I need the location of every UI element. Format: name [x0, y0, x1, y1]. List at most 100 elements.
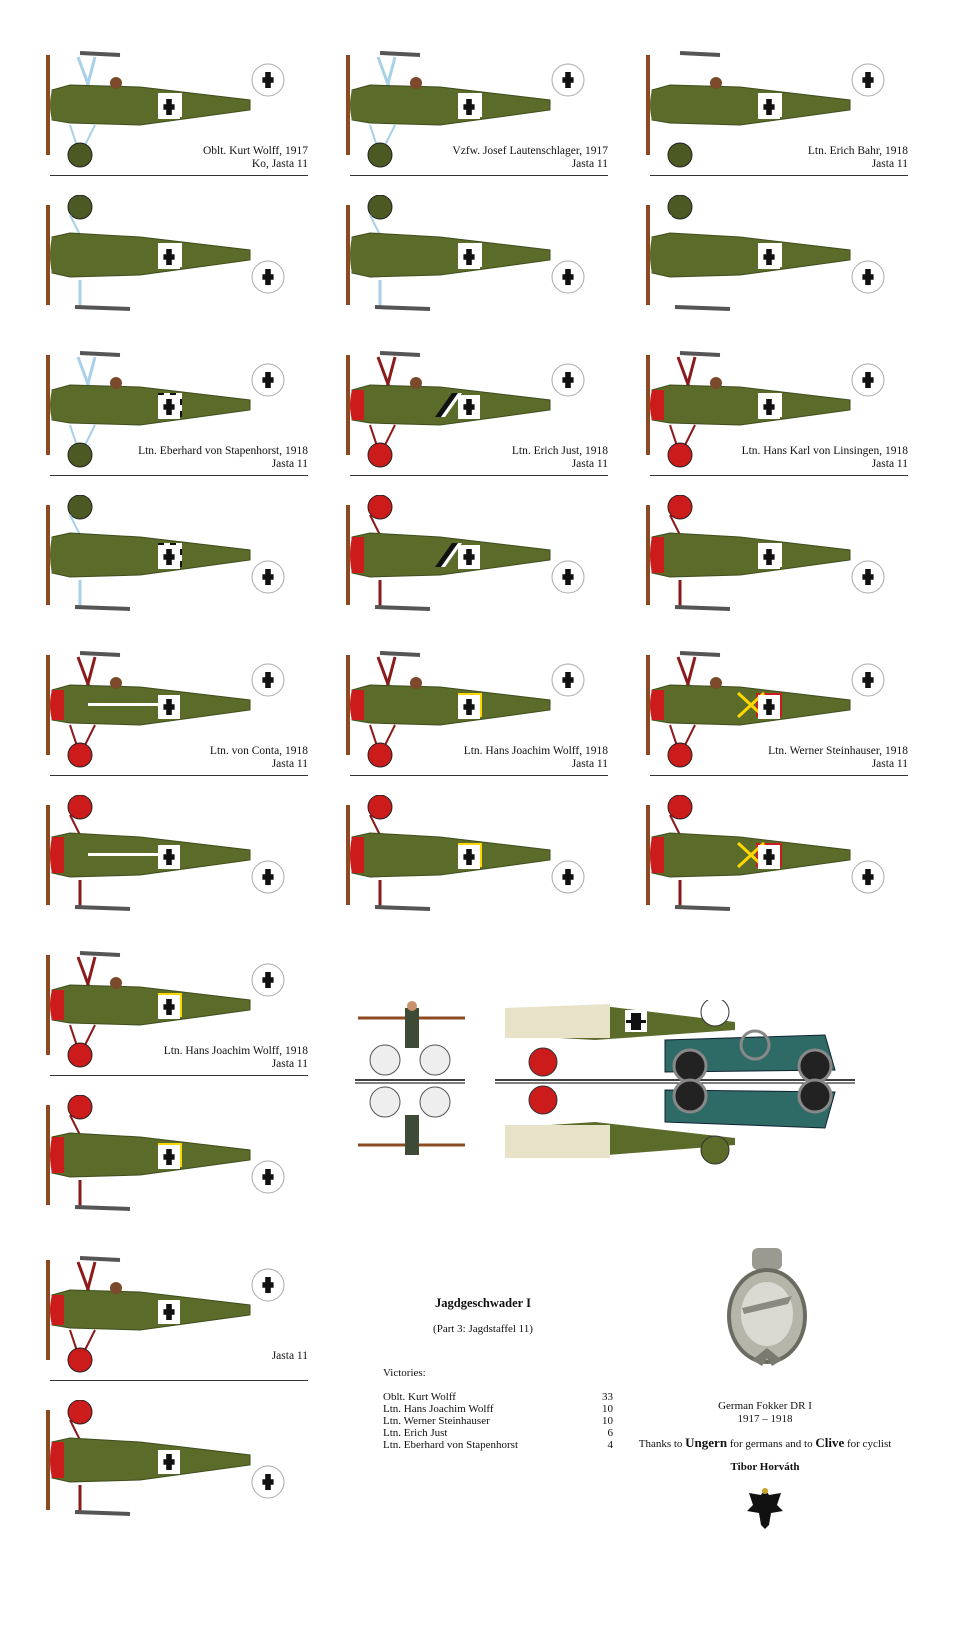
caption-divider [650, 475, 908, 476]
aircraft-side-view [46, 951, 285, 1068]
pilot-name: Ltn. Erich Bahr, 1918 [807, 145, 908, 157]
side-view: Ltn. von Conta, 1918 Jasta 11 [40, 645, 320, 785]
aircraft-plate: Ltn. Werner Steinhauser, 1918 Jasta 11 [640, 645, 920, 945]
aircraft-side-view [346, 651, 585, 768]
aircraft-top-view [46, 195, 285, 311]
pilot-name: Ltn. Erich Just [383, 1427, 448, 1439]
pilot-name: Ltn. Werner Steinhauser, 1918 [768, 745, 908, 757]
aircraft-plate: Ltn. Hans Joachim Wolff, 1918 Jasta 11 [340, 645, 620, 945]
aircraft-top-view [46, 1095, 285, 1211]
aircraft-side-view [346, 51, 585, 168]
unit-name: Jasta 11 [271, 458, 308, 470]
aircraft-type: German Fokker DR I [718, 1400, 812, 1412]
pilot-name: Ltn. Hans Joachim Wolff [383, 1403, 494, 1415]
aircraft-plate: Ltn. Eberhard von Stapenhorst, 1918 Jast… [40, 345, 320, 645]
top-view [40, 495, 320, 635]
aircraft-plate: Ltn. Erich Bahr, 1918 Jasta 11 [640, 45, 920, 345]
top-view [640, 495, 920, 635]
aircraft-years: 1917 – 1918 [737, 1413, 793, 1425]
pilot-name: Ltn. Eberhard von Stapenhorst [383, 1439, 519, 1451]
unit-name: Jasta 11 [571, 158, 608, 170]
aircraft-top-view [346, 795, 585, 911]
pilot-name: Oblt. Kurt Wolff [383, 1391, 456, 1403]
pilot-name: Ltn. Hans Karl von Linsingen, 1918 [741, 445, 908, 457]
aircraft-side-view [646, 51, 885, 168]
author-name: Tibor Horváth [730, 1461, 800, 1473]
side-view: Ltn. Erich Just, 1918 Jasta 11 [340, 345, 620, 485]
aircraft-side-view [46, 51, 285, 168]
aircraft-side-view [46, 1256, 285, 1373]
aircraft-caption: Ltn. Werner Steinhauser, 1918 Jasta 11 [768, 745, 908, 771]
aircraft-side-view [46, 651, 285, 768]
aircraft-top-view [46, 795, 285, 911]
victory-count: 6 [607, 1427, 614, 1439]
unit-name: Ko, Jasta 11 [251, 158, 308, 170]
aircraft-top-view [46, 1400, 285, 1516]
victories-panel: Jagdgeschwader I (Part 3: Jagdstaffel 11… [383, 1296, 623, 1451]
pilot-name: Vzfw. Josef Lautenschlager, 1917 [452, 145, 608, 157]
top-view [40, 1400, 320, 1540]
aircraft-top-view [346, 495, 585, 611]
aircraft-side-view [346, 351, 585, 468]
diorama-scene [355, 1000, 855, 1165]
aircraft-caption: Ltn. Erich Just, 1918 Jasta 11 [512, 445, 608, 471]
pilot-name: Ltn. Hans Joachim Wolff, 1918 [163, 1045, 308, 1057]
aircraft-side-view [646, 351, 885, 468]
aircraft-top-view [646, 495, 885, 611]
aircraft-plate: Ltn. Hans Karl von Linsingen, 1918 Jasta… [640, 345, 920, 645]
pilot-name: Ltn. Hans Joachim Wolff, 1918 [463, 745, 608, 757]
aircraft-plate: Jasta 11 [40, 1250, 320, 1550]
pilot-name: Ltn. Eberhard von Stapenhorst, 1918 [138, 445, 308, 457]
caption-divider [650, 175, 908, 176]
side-view: Vzfw. Josef Lautenschlager, 1917 Jasta 1… [340, 45, 620, 185]
caption-divider [350, 475, 608, 476]
side-view: Ltn. Hans Karl von Linsingen, 1918 Jasta… [640, 345, 920, 485]
aircraft-top-view [646, 195, 885, 311]
aircraft-plate: Ltn. Erich Just, 1918 Jasta 11 [340, 345, 620, 645]
aircraft-side-view [646, 651, 885, 768]
aircraft-caption: Ltn. Hans Joachim Wolff, 1918 Jasta 11 [464, 745, 608, 771]
aircraft-caption: Ltn. Erich Bahr, 1918 Jasta 11 [808, 145, 908, 171]
thanks-line: Thanks to Ungern for germans and to Cliv… [638, 1435, 892, 1450]
credits: German Fokker DR I 1917 – 1918 Thanks to… [620, 1400, 910, 1474]
victory-row: Ltn. Erich Just 6 [383, 1427, 613, 1439]
aircraft-top-view [346, 195, 585, 311]
prussian-eagle-icon [745, 1485, 785, 1530]
top-view [340, 795, 620, 935]
pilot-name: Ltn. von Conta, 1918 [209, 745, 308, 757]
aircraft-caption: Ltn. von Conta, 1918 Jasta 11 [210, 745, 308, 771]
aircraft-top-view [46, 495, 285, 611]
pilot-badge-image [722, 1248, 812, 1378]
side-view: Ltn. Hans Joachim Wolff, 1918 Jasta 11 [40, 945, 320, 1085]
unit-name: Jasta 11 [571, 758, 608, 770]
victory-count: 33 [602, 1391, 613, 1403]
victory-count: 10 [602, 1403, 613, 1415]
aircraft-caption: Ltn. Hans Karl von Linsingen, 1918 Jasta… [742, 445, 908, 471]
caption-divider [350, 175, 608, 176]
pilot-name: Oblt. Kurt Wolff, 1917 [202, 145, 308, 157]
victory-row: Ltn. Hans Joachim Wolff 10 [383, 1403, 613, 1415]
top-view [640, 795, 920, 935]
side-view: Ltn. Erich Bahr, 1918 Jasta 11 [640, 45, 920, 185]
aircraft-plate: Vzfw. Josef Lautenschlager, 1917 Jasta 1… [340, 45, 620, 345]
aircraft-plate: Oblt. Kurt Wolff, 1917 Ko, Jasta 11 [40, 45, 320, 345]
top-view [40, 795, 320, 935]
victory-count: 10 [602, 1415, 613, 1427]
top-view [340, 195, 620, 335]
caption-divider [50, 1075, 308, 1076]
victories-label: Victories: [383, 1367, 426, 1379]
side-view: Jasta 11 [40, 1250, 320, 1390]
caption-divider [50, 175, 308, 176]
caption-divider [50, 475, 308, 476]
aircraft-top-view [646, 795, 885, 911]
top-view [40, 1095, 320, 1235]
unit-name: Jasta 11 [871, 158, 908, 170]
side-view: Ltn. Werner Steinhauser, 1918 Jasta 11 [640, 645, 920, 785]
unit-name: Jasta 11 [571, 458, 608, 470]
side-view: Ltn. Hans Joachim Wolff, 1918 Jasta 11 [340, 645, 620, 785]
caption-divider [350, 775, 608, 776]
unit-name: Jasta 11 [871, 458, 908, 470]
